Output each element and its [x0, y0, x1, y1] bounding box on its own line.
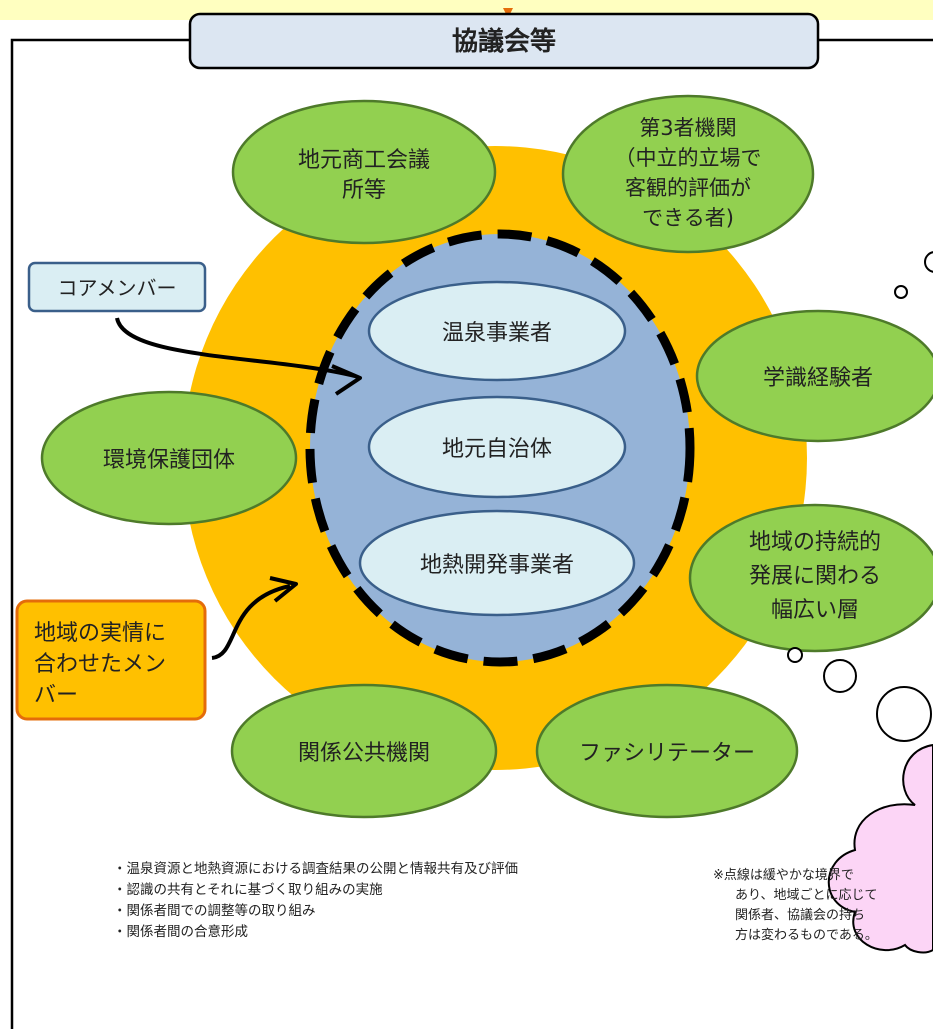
svg-text:所等: 所等 [342, 178, 386, 203]
member-public-agencies: 関係公共機関 [230, 683, 498, 819]
svg-text:学識経験者: 学識経験者 [763, 366, 873, 391]
svg-text:できる者): できる者) [642, 206, 734, 230]
svg-text:温泉事業者: 温泉事業者 [442, 321, 552, 346]
activity-item: ・認識の共有とそれに基づく取り組みの実施 [113, 882, 383, 898]
member-third-party: 第3者機関 （中立的立場で 客観的評価が できる者) [561, 94, 815, 254]
svg-text:地域の実情に: 地域の実情に [34, 621, 166, 646]
svg-text:地元自治体: 地元自治体 [442, 437, 552, 462]
footnote-line: ※点線は緩やかな境界で [713, 868, 854, 883]
svg-text:環境保護団体: 環境保護団体 [103, 448, 235, 473]
member-facilitator: ファシリテーター [535, 683, 799, 819]
thought-bubbles [787, 251, 933, 742]
svg-text:地域の持続的: 地域の持続的 [749, 530, 881, 555]
activity-item: ・関係者間の合意形成 [113, 924, 248, 940]
arrow-local-head [269, 576, 298, 603]
frame-left [10, 38, 190, 1029]
svg-text:（中立的立場で: （中立的立場で [615, 146, 762, 170]
svg-text:幅広い層: 幅広い層 [771, 598, 859, 623]
callout-local-members: 地域の実情に 合わせたメン バー [15, 599, 207, 721]
svg-text:第3者機関: 第3者機関 [639, 116, 736, 140]
footnote-line: あり、地域ごとに応じて [735, 888, 878, 903]
member-sustainable-development: 地域の持続的 発展に関わる 幅広い層 [688, 503, 933, 653]
footnote: ※点線は緩やかな境界で あり、地域ごとに応じて 関係者、協議会の持ち 方は変わる… [713, 866, 878, 946]
arrow-core [115, 317, 356, 378]
svg-text:関係公共機関: 関係公共機関 [298, 741, 430, 766]
activity-item: ・関係者間での調整等の取り組み [113, 903, 316, 919]
svg-text:合わせたメン: 合わせたメン [34, 652, 166, 677]
diagram-title: 協議会等 [452, 26, 556, 57]
header-box [188, 12, 820, 70]
member-academics: 学識経験者 [695, 309, 933, 443]
core-member-geothermal: 地熱開発事業者 [358, 509, 636, 617]
svg-text:地元商工会議: 地元商工会議 [298, 148, 430, 173]
member-chamber-of-commerce: 地元商工会議 所等 [231, 99, 497, 245]
svg-text:地熱開発事業者: 地熱開発事業者 [420, 553, 574, 578]
core-member-onsen: 温泉事業者 [367, 280, 627, 382]
member-environmental-groups: 環境保護団体 [40, 390, 298, 526]
core-member-municipality: 地元自治体 [367, 395, 627, 499]
callout-core-members: コアメンバー [27, 261, 207, 313]
svg-text:ファシリテーター: ファシリテーター [579, 741, 755, 766]
activity-item: ・温泉資源と地熱資源における調査結果の公開と情報共有及び評価 [113, 861, 518, 877]
footnote-line: 関係者、協議会の持ち [735, 908, 866, 923]
footnote-line: 方は変わるものである。 [735, 928, 878, 943]
thought-cloud [827, 743, 933, 954]
svg-text:コアメンバー: コアメンバー [58, 276, 177, 300]
svg-text:バー: バー [34, 683, 78, 708]
activity-list: ・温泉資源と地熱資源における調査結果の公開と情報共有及び評価 ・認識の共有とそれ… [113, 859, 518, 943]
svg-text:客観的評価が: 客観的評価が [625, 176, 751, 200]
arrow-local [211, 584, 291, 660]
svg-text:発展に関わる: 発展に関わる [749, 564, 881, 589]
arrow-core-head [331, 364, 362, 396]
